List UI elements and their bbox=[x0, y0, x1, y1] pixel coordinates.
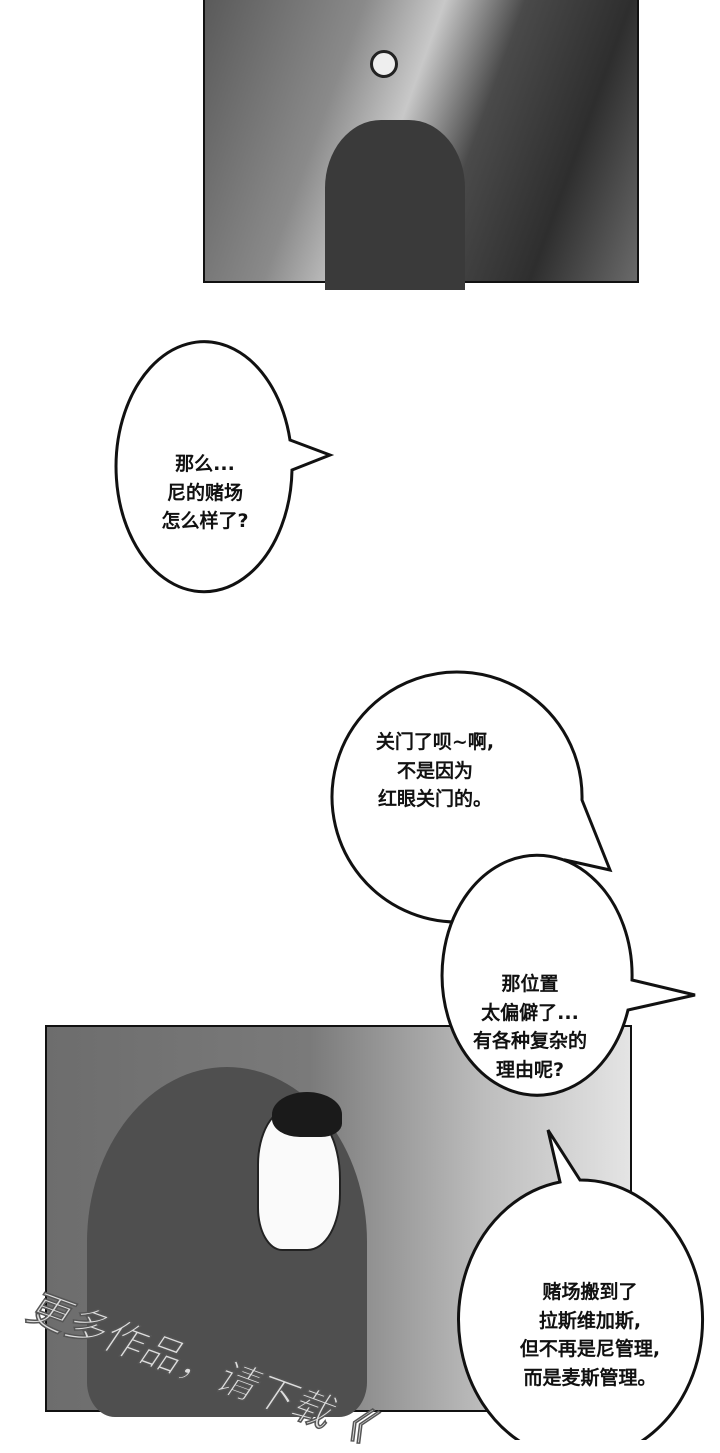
speech-bubble-2-text: 关门了呗~啊, 不是因为 红眼关门的。 bbox=[376, 728, 494, 814]
speech-bubble-4-text: 赌场搬到了 拉斯维加斯, 但不再是尼管理, 而是麦斯管理。 bbox=[520, 1278, 660, 1392]
bubble-line: 尼的赌场 bbox=[166, 481, 243, 504]
bubble-line: 有各种复杂的 bbox=[472, 1030, 588, 1052]
wristwatch-icon bbox=[370, 50, 398, 78]
comic-panel-top bbox=[203, 0, 639, 290]
speech-bubble-1-text: 那么... 尼的赌场 怎么样了? bbox=[161, 450, 248, 536]
bubble-line: 太偏僻了... bbox=[481, 1001, 579, 1024]
bubble-line: 赌场搬到了 bbox=[542, 1281, 638, 1303]
bubble-line: 但不再是尼管理, bbox=[519, 1338, 661, 1360]
bubble-line: 关门了呗~啊, bbox=[375, 731, 495, 753]
bubble-line: 那么... bbox=[175, 453, 235, 475]
bubble-line: 理由呢? bbox=[495, 1058, 565, 1081]
speech-bubble-3 bbox=[440, 853, 696, 1097]
speech-bubble-3-text: 那位置 太偏僻了... 有各种复杂的 理由呢? bbox=[473, 970, 587, 1084]
character-hair bbox=[272, 1092, 342, 1137]
bubble-line: 不是因为 bbox=[396, 759, 474, 782]
bubble-line: 红眼关门的。 bbox=[377, 788, 493, 810]
bubble-line: 拉斯维加斯, bbox=[538, 1309, 642, 1332]
speech-bubble-4 bbox=[457, 1129, 705, 1440]
speech-bubble-1 bbox=[114, 340, 335, 594]
bubble-line: 那位置 bbox=[501, 973, 559, 995]
bubble-line: 怎么样了? bbox=[161, 510, 249, 532]
arm-with-watch bbox=[325, 120, 465, 290]
bubble-line: 而是麦斯管理。 bbox=[523, 1366, 657, 1389]
